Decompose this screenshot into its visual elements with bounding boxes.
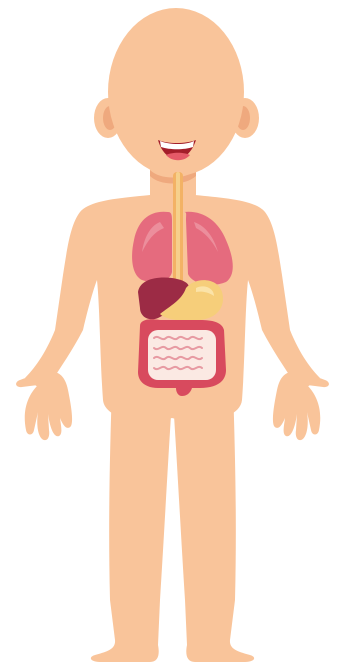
left-leg — [91, 385, 172, 662]
left-hand — [16, 372, 72, 440]
esophagus-icon — [173, 172, 183, 290]
right-leg — [173, 385, 254, 662]
small-intestine-icon — [148, 330, 216, 380]
right-hand — [273, 372, 329, 440]
esophagus-core — [176, 172, 180, 288]
